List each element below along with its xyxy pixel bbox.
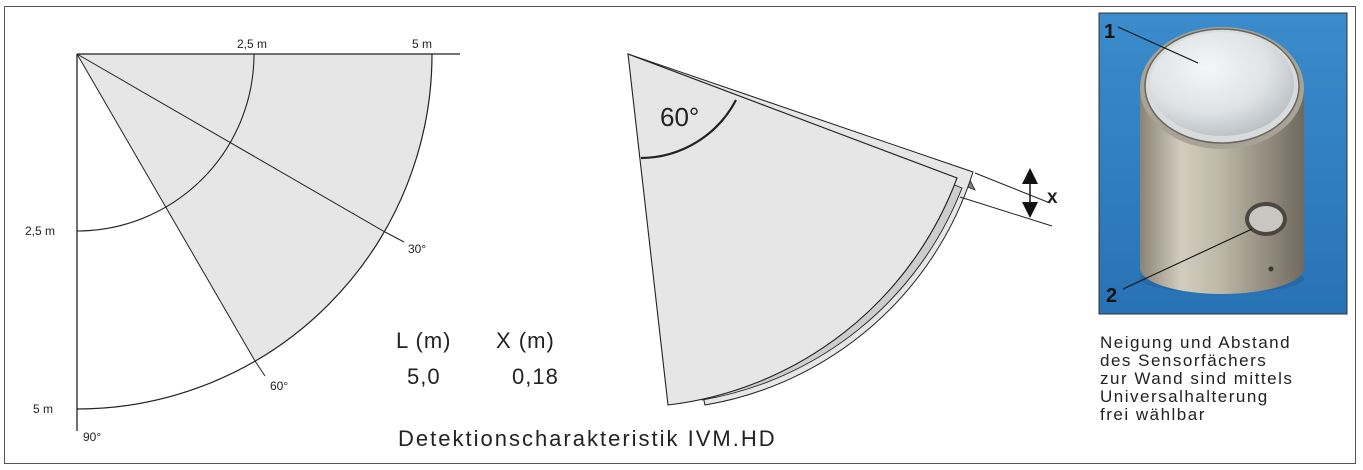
label-angle-90: 90°: [83, 430, 101, 444]
x-label: x: [1047, 187, 1058, 208]
table-header-x: X (m): [496, 328, 555, 353]
caption-line: Neigung und Abstand: [1100, 333, 1292, 352]
marker-2-leader: [1122, 228, 1253, 290]
ray-30deg: [76, 53, 386, 233]
arc-5m: [76, 53, 433, 410]
marker-1-leader: [1117, 26, 1199, 64]
leader-60deg: [254, 360, 266, 377]
angle-label: 60°: [660, 102, 699, 132]
caption-line: zur Wand sind mittels: [1100, 369, 1294, 388]
label-left-5m: 5 m: [33, 402, 53, 416]
sensor-screw: [1268, 266, 1274, 272]
caption-line: des Sensorfächers: [1100, 351, 1268, 370]
fan-front: [627, 53, 958, 406]
label-angle-30: 30°: [408, 242, 426, 256]
marker-2-label: 2: [1106, 285, 1117, 307]
arc-2-5m: [76, 53, 255, 232]
range-table: L (m) X (m) 5,0 0,18: [396, 328, 559, 389]
angle-arc: [640, 99, 737, 160]
sensor-top-lens: [1150, 32, 1294, 136]
table-header-l: L (m): [396, 328, 452, 353]
sensor-photo: 1 2: [1098, 12, 1348, 315]
label-angle-60: 60°: [270, 379, 288, 393]
caption-line: frei wählbar: [1100, 405, 1206, 424]
dimension-arrow-bottom: [1022, 202, 1038, 218]
coverage-top-view: 2,5 m 5 m 2,5 m 5 m 30° 60° 90°: [25, 37, 460, 444]
table-value-l: 5,0: [407, 364, 441, 389]
figure-title: Detektionscharakteristik IVM.HD: [398, 426, 777, 451]
table-value-x: 0,18: [512, 364, 559, 389]
coverage-side-view: 60° x: [627, 53, 1058, 406]
extension-line-bottom: [959, 196, 1053, 227]
label-top-5m: 5 m: [412, 37, 432, 51]
label-left-2-5m: 2,5 m: [25, 224, 55, 238]
extension-line-top: [974, 172, 1051, 204]
dimension-arrow-top: [1022, 168, 1038, 184]
sensor-side-lens: [1249, 206, 1283, 232]
marker-1-label: 1: [1104, 21, 1115, 43]
coverage-sector: [77, 54, 432, 361]
label-top-2-5m: 2,5 m: [237, 37, 267, 51]
ray-60deg: [76, 53, 256, 362]
caption-line: Universalhalterung: [1100, 387, 1269, 406]
figure-frame: [4, 6, 1356, 464]
leader-30deg: [384, 231, 405, 243]
photo-caption: Neigung und Abstand des Sensorfächers zu…: [1100, 334, 1350, 424]
